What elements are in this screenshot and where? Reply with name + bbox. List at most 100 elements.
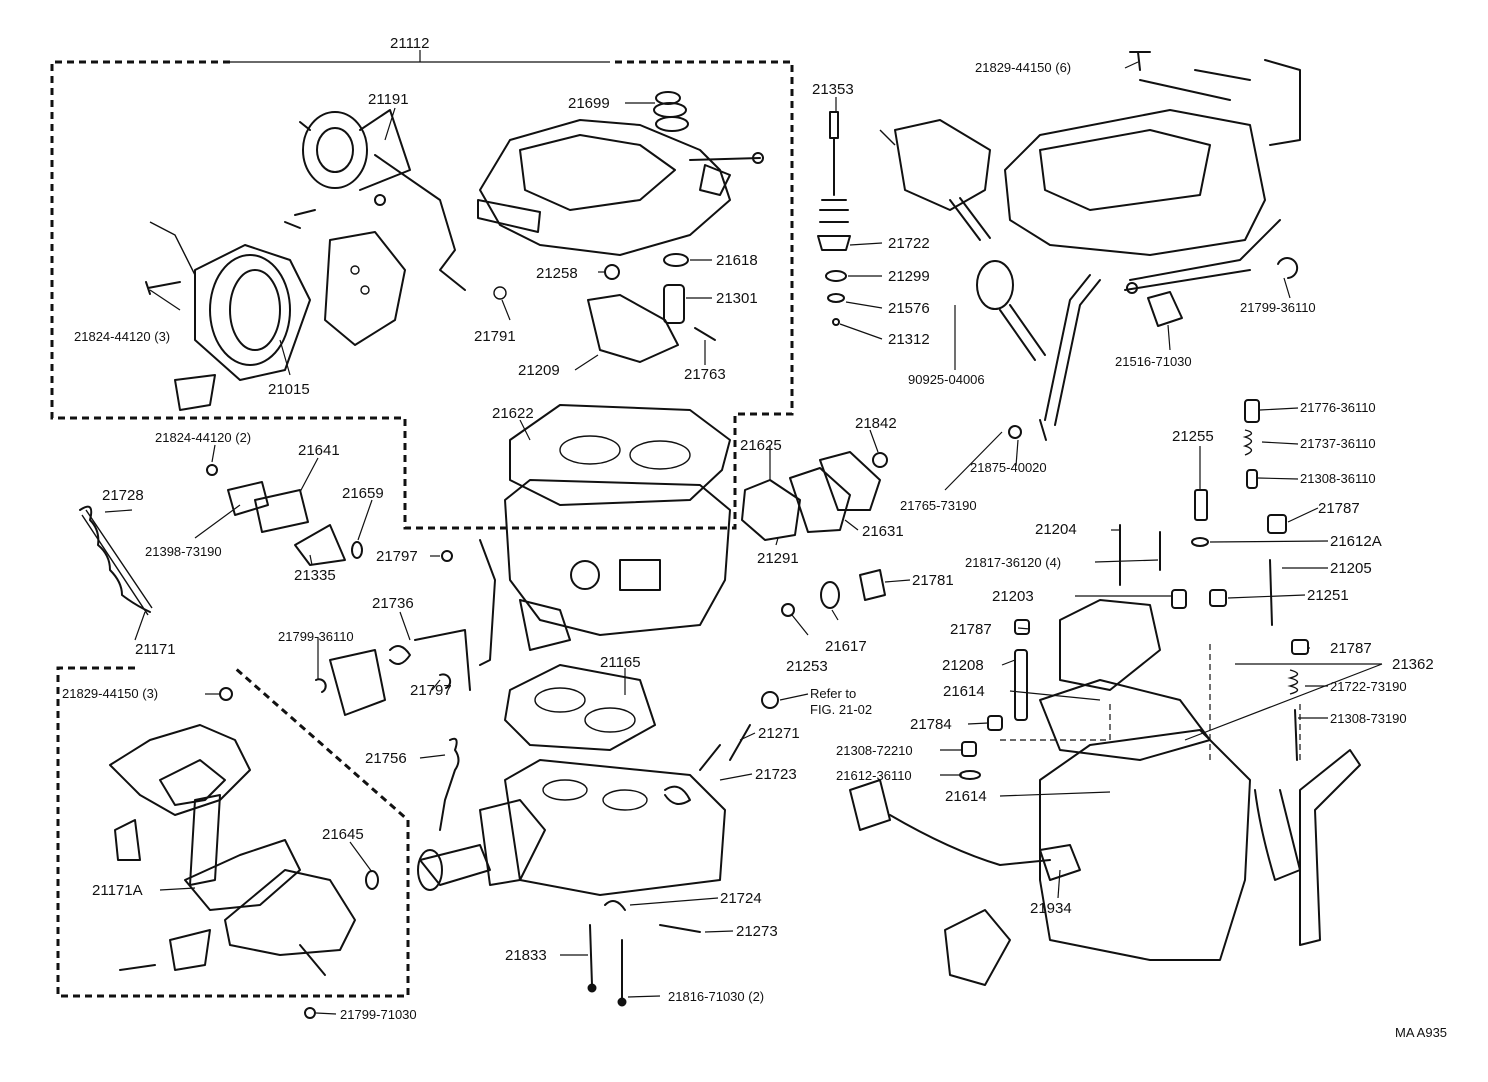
label-21576: 21576 [888, 300, 930, 317]
label-21253: 21253 [786, 658, 828, 675]
label-21829-44150-6: 21829-44150 (6) [975, 60, 1071, 75]
carburetor-body [504, 404, 731, 651]
label-21797-b: 21797 [410, 682, 452, 699]
label-21722-73190: 21722-73190 [1330, 679, 1407, 694]
label-21353: 21353 [812, 81, 854, 98]
label-21308-73190: 21308-73190 [1330, 711, 1407, 726]
label-21612a: 21612A [1330, 533, 1382, 550]
upper-right-assembly [1004, 51, 1301, 426]
group-bracket-21112 [50, 60, 794, 530]
mounting-bolts [587, 924, 701, 1007]
label-21203: 21203 [992, 588, 1034, 605]
label-21641: 21641 [298, 442, 340, 459]
label-21736: 21736 [372, 595, 414, 612]
label-21723: 21723 [755, 766, 797, 783]
label-21816-71030-2: 21816-71030 (2) [668, 989, 764, 1004]
label-21659: 21659 [342, 485, 384, 502]
label-21209: 21209 [518, 362, 560, 379]
label-21833: 21833 [505, 947, 547, 964]
label-21015: 21015 [268, 381, 310, 398]
label-21829-44150-3: 21829-44150 (3) [62, 686, 158, 701]
diaphragm-21171-group [109, 687, 379, 1019]
label-21787-c: 21787 [1330, 640, 1372, 657]
figure-code: MA A935 [1395, 1025, 1447, 1040]
spring-21728 [79, 505, 153, 616]
spring-21756 [439, 737, 460, 831]
leader-lines [104, 61, 1383, 1015]
label-21622: 21622 [492, 405, 534, 422]
air-horn-21112 [477, 119, 764, 256]
label-21614-b: 21614 [945, 788, 987, 805]
label-21273: 21273 [736, 923, 778, 940]
label-21791: 21791 [474, 328, 516, 345]
label-21797-a: 21797 [376, 548, 418, 565]
label-21208: 21208 [942, 657, 984, 674]
throttle-body [417, 691, 779, 911]
label-21934: 21934 [1030, 900, 1072, 917]
label-21165: 21165 [600, 654, 641, 671]
label-21781: 21781 [912, 572, 954, 589]
label-21251: 21251 [1307, 587, 1349, 604]
label-21255: 21255 [1172, 428, 1214, 445]
label-21784: 21784 [910, 716, 952, 733]
label-21308-36110: 21308-36110 [1300, 471, 1376, 486]
label-21612-36110: 21612-36110 [836, 768, 912, 783]
label-21776-36110: 21776-36110 [1300, 400, 1376, 415]
label-90925-04006: 90925-04006 [908, 372, 985, 387]
choke-cover-plate [284, 209, 406, 346]
label-21645: 21645 [322, 826, 364, 843]
base-gasket-21165 [504, 664, 656, 751]
label-21191: 21191 [368, 91, 409, 108]
label-21756: 21756 [365, 750, 407, 767]
label-21799-36110-top: 21799-36110 [1240, 300, 1316, 315]
label-21112: 21112 [390, 35, 430, 52]
gaskets-right [741, 451, 888, 617]
label-21291: 21291 [757, 550, 799, 567]
label-21817-36120-4: 21817-36120 (4) [965, 555, 1061, 570]
label-21728: 21728 [102, 487, 144, 504]
label-21618: 21618 [716, 252, 758, 269]
label-21301: 21301 [716, 290, 758, 307]
label-21204: 21204 [1035, 521, 1077, 538]
label-21335: 21335 [294, 567, 336, 584]
label-21824-44120-3: 21824-44120 (3) [74, 329, 170, 344]
label-21271: 21271 [758, 725, 800, 742]
label-21787-b: 21787 [950, 621, 992, 638]
label-21171: 21171 [135, 641, 176, 658]
label-21763: 21763 [684, 366, 726, 383]
label-21631: 21631 [862, 523, 904, 540]
label-21205: 21205 [1330, 560, 1372, 577]
label-21787-a: 21787 [1318, 500, 1360, 517]
label-21699: 21699 [568, 95, 610, 112]
left-linkage-parts [206, 464, 496, 716]
label-21398-73190: 21398-73190 [145, 544, 222, 559]
label-21824-44120-2: 21824-44120 (2) [155, 430, 251, 445]
label-21765-73190: 21765-73190 [900, 498, 977, 513]
small-parts-center [493, 253, 716, 363]
right-column-parts [959, 399, 1309, 780]
label-21362: 21362 [1392, 656, 1434, 673]
label-21799-36110-mid: 21799-36110 [278, 629, 354, 644]
throttle-positioner-21191 [299, 109, 466, 291]
label-21516-71030: 21516-71030 [1115, 354, 1192, 369]
label-21617: 21617 [825, 638, 867, 655]
label-ref-line2: FIG. 21-02 [810, 702, 872, 717]
label-21614-a: 21614 [943, 683, 985, 700]
vacuum-switch-90925-04006 [879, 119, 1046, 361]
needle-valve-column [817, 111, 851, 326]
group-bracket-21171 [56, 666, 410, 998]
label-21842: 21842 [855, 415, 897, 432]
right-lower-engine-block [849, 599, 1361, 986]
label-21737-36110: 21737-36110 [1300, 436, 1376, 451]
label-21312: 21312 [888, 331, 930, 348]
label-21799-71030: 21799-71030 [340, 1007, 417, 1022]
label-ref-line1: Refer to [810, 686, 856, 701]
label-21308-72210: 21308-72210 [836, 743, 913, 758]
label-21171a: 21171A [92, 882, 143, 899]
boot-21699 [653, 91, 689, 132]
label-21625: 21625 [740, 437, 782, 454]
label-21258: 21258 [536, 265, 578, 282]
label-21875-40020: 21875-40020 [970, 460, 1047, 475]
label-21724: 21724 [720, 890, 762, 907]
